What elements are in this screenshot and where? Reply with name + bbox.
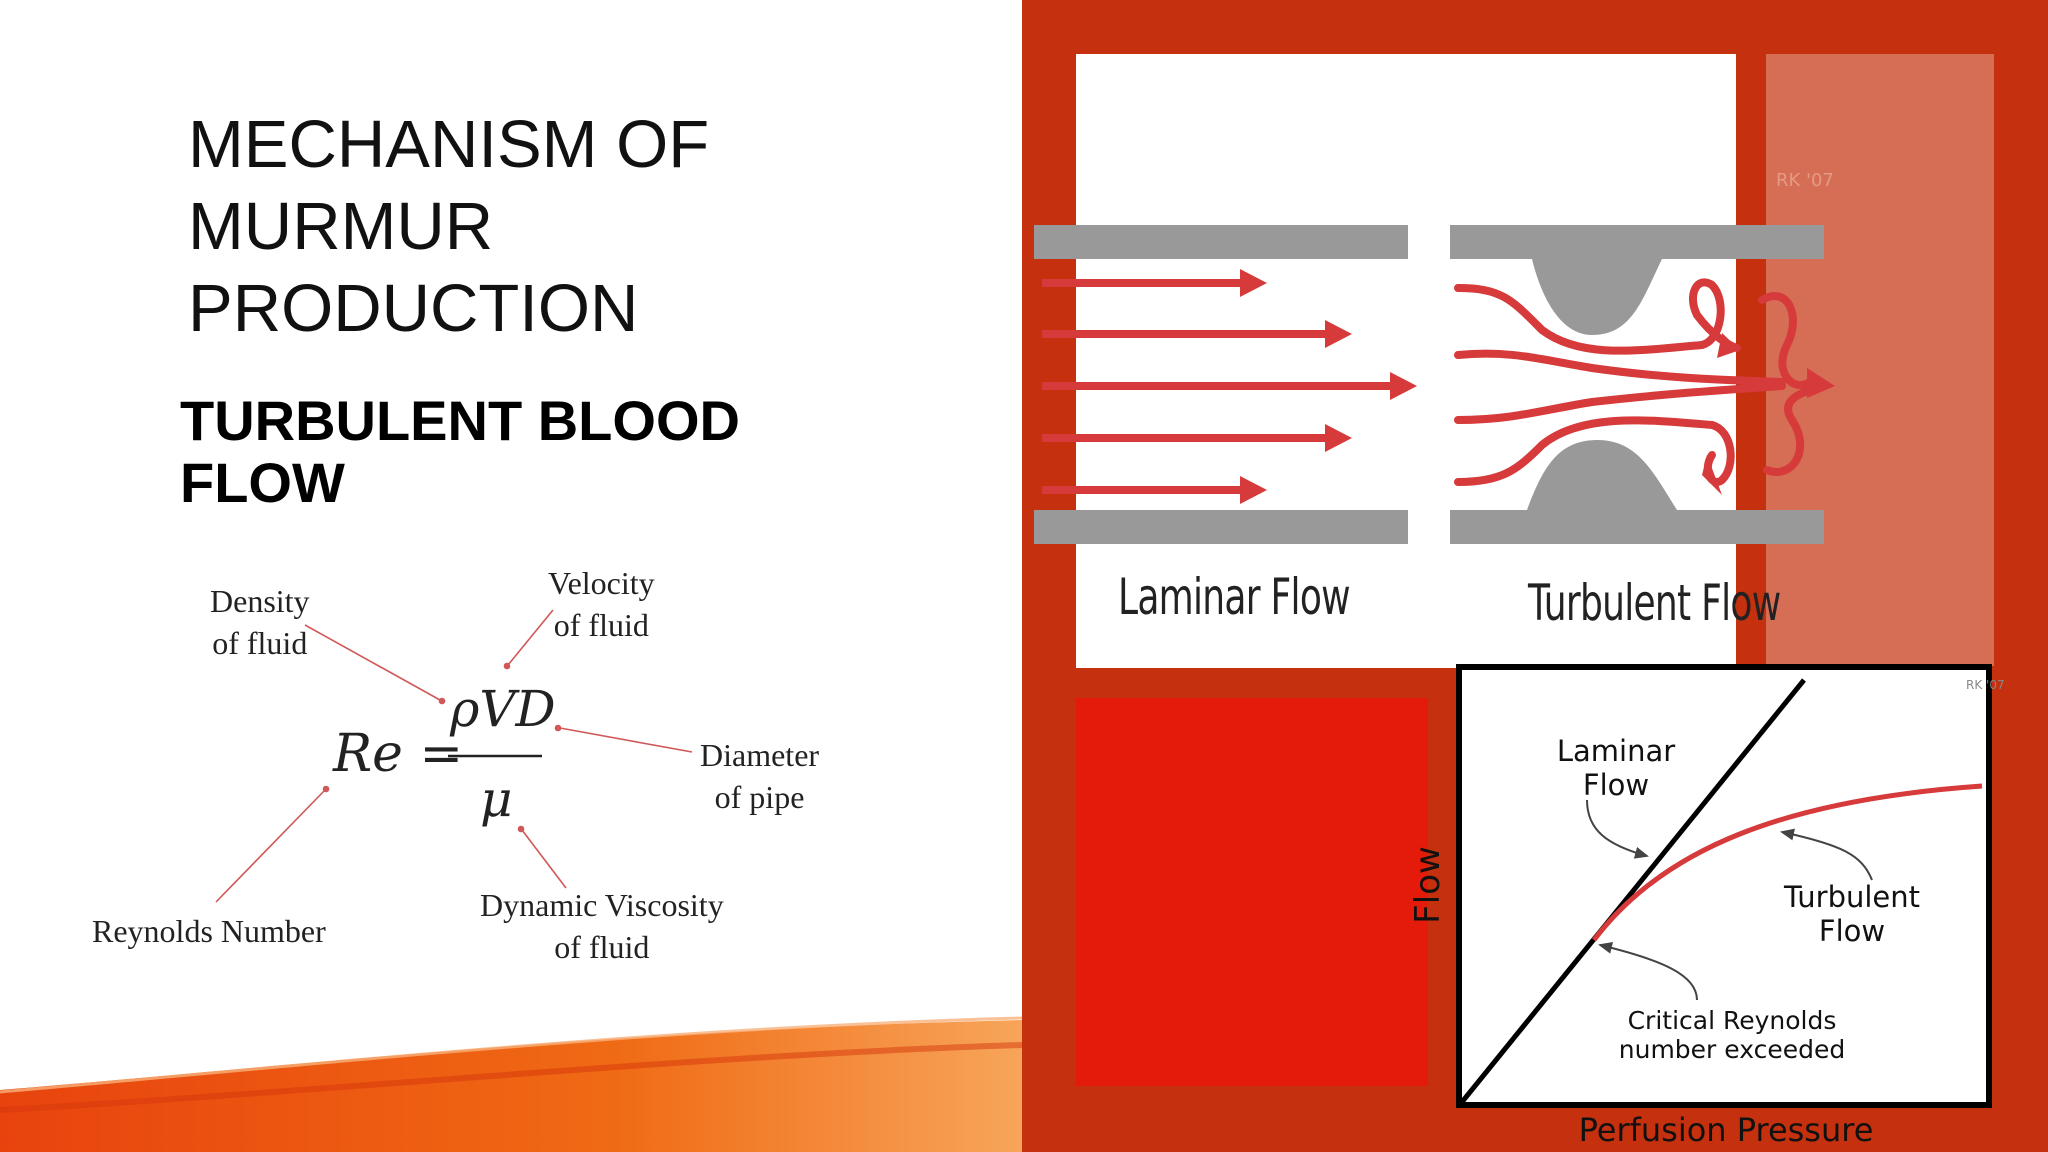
flow-diagram-box bbox=[1076, 54, 1736, 668]
turbulent-arrowheads bbox=[1702, 333, 1835, 495]
turbulent-flow-annotation: Turbulent Flow bbox=[1783, 880, 1921, 948]
graph-y-axis-label: Flow bbox=[1408, 846, 1448, 924]
laminar-annotation-arrow bbox=[1586, 799, 1649, 859]
critical-reynolds-annotation: Critical Reynolds number exceeded bbox=[1618, 1006, 1846, 1064]
formula-numerator: ρVD bbox=[450, 680, 556, 738]
label-reynolds-number: Reynolds Number bbox=[92, 913, 326, 949]
formula-lhs: Re = bbox=[333, 724, 464, 784]
slide-subtitle: TURBULENT BLOOD FLOW bbox=[180, 390, 880, 514]
red-block-decoration bbox=[1076, 698, 1428, 1086]
graph-area bbox=[1462, 670, 1986, 1102]
label-diameter: Diameter of pipe bbox=[700, 737, 820, 815]
salmon-backdrop bbox=[1766, 54, 1994, 666]
title-line-2: MURMUR bbox=[188, 189, 494, 264]
graph-x-axis-label: Perfusion Pressure bbox=[1578, 1111, 1874, 1149]
title-line-1: MECHANISM OF bbox=[188, 107, 710, 182]
turbulent-flow-curve bbox=[1592, 783, 1983, 942]
turbulent-bottom-wall bbox=[1450, 510, 1824, 544]
formula-denominator: μ bbox=[480, 770, 513, 828]
laminar-top-wall bbox=[1034, 225, 1408, 259]
critical-annotation-arrow bbox=[1598, 941, 1698, 1001]
formula-pointer-lines bbox=[215, 609, 693, 903]
right-panel: RK '07 bbox=[1022, 0, 2048, 1152]
turbulent-top-wall bbox=[1450, 225, 1824, 259]
turbulent-annotation-arrow bbox=[1780, 828, 1873, 881]
laminar-flow-label: Laminar Flow bbox=[1118, 568, 1351, 626]
laminar-flow-line bbox=[1460, 678, 1806, 1104]
laminar-arrows bbox=[1042, 269, 1417, 504]
label-viscosity: Dynamic Viscosity of fluid bbox=[480, 887, 724, 965]
subtitle-line-1: TURBULENT BLOOD bbox=[180, 389, 740, 452]
turbulent-arrows bbox=[1454, 278, 1816, 486]
orange-swoosh-decoration bbox=[0, 1016, 1022, 1152]
diagram-watermark-faded: RK '07 bbox=[1776, 170, 1834, 191]
slide-title: MECHANISM OF MURMUR PRODUCTION bbox=[188, 104, 888, 350]
stenosis-top-plaque bbox=[1532, 259, 1662, 335]
laminar-bottom-wall bbox=[1034, 510, 1408, 544]
left-panel: MECHANISM OF MURMUR PRODUCTION TURBULENT… bbox=[0, 0, 1022, 1152]
label-density: Density of fluid bbox=[210, 583, 310, 661]
graph-watermark: RK '07 bbox=[1966, 678, 2005, 692]
flow-pressure-graph bbox=[1460, 678, 1983, 1104]
laminar-turbulent-diagram bbox=[1034, 225, 1835, 544]
laminar-flow-annotation: Laminar Flow bbox=[1556, 734, 1676, 802]
title-line-3: PRODUCTION bbox=[188, 271, 639, 346]
label-velocity: Velocity of fluid bbox=[548, 565, 655, 643]
turbulent-flow-label: Turbulent Flow bbox=[1528, 574, 1781, 632]
subtitle-line-2: FLOW bbox=[180, 451, 345, 514]
stenosis-bottom-plaque bbox=[1527, 440, 1677, 510]
